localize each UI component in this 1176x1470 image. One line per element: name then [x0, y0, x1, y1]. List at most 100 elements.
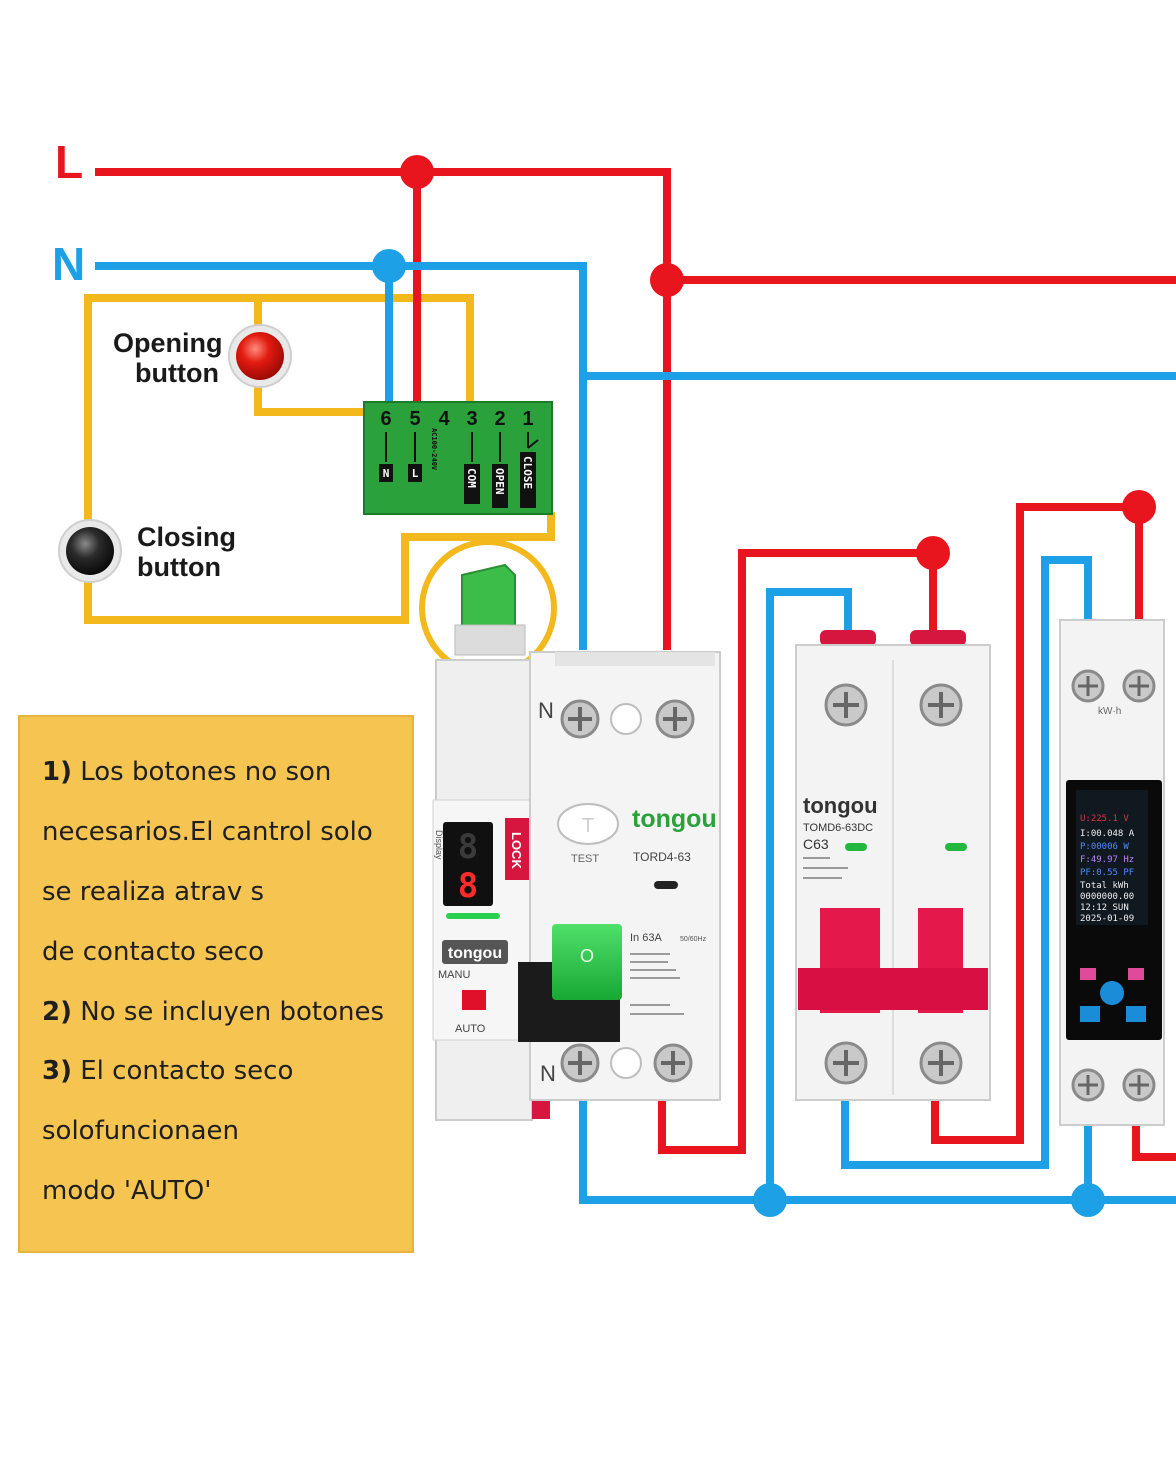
- mcb-fine-print: [803, 857, 848, 879]
- opening-button-label-1: Opening: [113, 328, 223, 358]
- closing-button-label-1: Closing: [137, 522, 236, 552]
- display-label: Display: [434, 830, 444, 860]
- junction-live-mcb: [916, 536, 950, 570]
- meter-line-1: U:225.1 V: [1080, 814, 1129, 824]
- mcb-top-tab-left: [820, 630, 876, 646]
- meter-line-2: I:00.048 A: [1080, 829, 1135, 839]
- note-line-3: se realiza atrav s: [42, 877, 264, 907]
- meter-key-prev: [1080, 1006, 1100, 1022]
- neutral-bottom-bus: [579, 1100, 1176, 1204]
- terminal-number-6: 6: [380, 408, 391, 430]
- meter-line-4: F:49.97 Hz: [1080, 855, 1134, 865]
- note-number-2: 2): [42, 997, 72, 1027]
- terminal-number-5: 5: [409, 408, 420, 430]
- green-plug: [461, 563, 516, 632]
- opening-button: [228, 324, 292, 388]
- meter-key-right: [1128, 968, 1144, 980]
- meter-line-9: 2025-01-09: [1080, 914, 1134, 924]
- note-line-1: 1) Los botones no son: [42, 757, 331, 787]
- recloser-rating: In 63A: [630, 932, 662, 944]
- closing-button-label-2: button: [137, 552, 221, 582]
- mcb-rating: C63: [803, 836, 829, 852]
- brand-side-text: tongou: [448, 945, 502, 962]
- meter-line-8: 12:12 SUN: [1080, 903, 1129, 913]
- test-button: [557, 803, 619, 845]
- note-number-3: 3): [42, 1056, 72, 1086]
- lock-label: LOCK: [509, 832, 524, 869]
- mcb-handle-bar: [798, 968, 988, 1010]
- terminal-label-open: OPEN: [493, 468, 506, 495]
- notes-box: 1) Los botones no son necesarios.El cant…: [18, 715, 414, 1253]
- neutral-main: [95, 262, 587, 650]
- brand-side-badge: [442, 940, 508, 964]
- live-out: [1132, 1120, 1176, 1161]
- junction-neutral-terminal: [372, 249, 406, 283]
- neutral-label: N: [52, 238, 85, 290]
- note-number-1: 1): [42, 757, 72, 787]
- note-line-8: modo 'AUTO': [42, 1176, 211, 1206]
- terminal-block: 6 5 4 3 2 1 N L AC100-240V COM OPEN C: [363, 401, 553, 515]
- mcb-top-tab-right: [910, 630, 966, 646]
- meter-key-center: [1100, 981, 1124, 1005]
- test-label: TEST: [571, 853, 599, 865]
- recloser-brand: tongou: [632, 805, 717, 833]
- terminal-number-2: 2: [494, 408, 505, 430]
- meter-key-next: [1126, 1006, 1146, 1022]
- live-main: [95, 168, 671, 650]
- neutral-loop-2: [841, 556, 1092, 1169]
- junction-live-terminal: [400, 155, 434, 189]
- recloser-switch-mark: O: [580, 946, 594, 966]
- auto-label: AUTO: [455, 1023, 486, 1035]
- meter-line-6: Total kWh: [1080, 881, 1129, 891]
- junctions: [372, 155, 1156, 1217]
- note-text-5: No se incluyen botones: [71, 997, 385, 1027]
- recloser-main-switch: [552, 924, 622, 1000]
- meter-screen: [1076, 790, 1148, 925]
- manu-label: MANU: [438, 969, 470, 981]
- terminal-label-com: COM: [465, 468, 478, 488]
- terminal-label-l: L: [412, 467, 419, 480]
- mcb-brand: tongou: [803, 793, 878, 818]
- junction-live-meter: [1122, 490, 1156, 524]
- terminal-label-n: N: [383, 467, 390, 480]
- meter-key-left: [1080, 968, 1096, 980]
- recloser-neutral-top: N: [538, 698, 554, 723]
- note-text-2: necesarios.El cantrol solo: [42, 817, 373, 847]
- recloser-top-hole: [610, 703, 642, 735]
- note-line-4: de contacto seco: [42, 937, 264, 967]
- display-window: [443, 822, 493, 906]
- manu-auto-switch: [462, 990, 486, 1010]
- note-text-4: de contacto seco: [42, 937, 264, 967]
- mcb-indicator-2: [945, 843, 967, 851]
- opening-button-cap: [236, 332, 284, 380]
- note-text-7: solofuncionaen: [42, 1116, 240, 1146]
- opening-button-label-2: button: [135, 358, 219, 388]
- mcb-model: TOMD6-63DC: [803, 822, 873, 834]
- closing-button: [58, 519, 122, 583]
- live-loop-2: [931, 503, 1143, 1144]
- junction-neutral-bus-1: [753, 1183, 787, 1217]
- mcb-device: tongou TOMD6-63DC C63: [795, 630, 991, 1101]
- meter-line-5: PF:0.55 PF: [1080, 868, 1134, 878]
- recloser-indicator: [654, 881, 678, 889]
- segment-display-top: 8: [458, 827, 478, 867]
- note-text-3: se realiza atrav s: [42, 877, 265, 907]
- note-text-6: El contacto seco: [71, 1056, 294, 1086]
- recloser-fine-print: [630, 953, 684, 1015]
- terminal-numbers: 6 5 4 3 2 1: [380, 408, 533, 430]
- lock-tab: [505, 818, 529, 880]
- recloser-freq: 50/60Hz: [680, 936, 707, 943]
- recloser-device: 8 8 Display LOCK tongou MANU AUTO N T TE…: [432, 563, 721, 1121]
- meter-line-7: 0000000.00: [1080, 892, 1134, 902]
- energy-meter: kW·h U:225.1 V I:00.048 A P:00006 W F:49…: [1059, 619, 1165, 1126]
- recloser-neutral-bottom: N: [540, 1061, 556, 1086]
- note-text-8: modo 'AUTO': [42, 1176, 212, 1206]
- meter-line-3: P:00006 W: [1080, 842, 1129, 852]
- neutral-loop-1: [766, 588, 852, 1200]
- note-line-2: necesarios.El cantrol solo: [42, 817, 373, 847]
- terminal-number-4: 4: [438, 408, 450, 430]
- terminal-number-3: 3: [466, 408, 477, 430]
- meter-unit: kW·h: [1098, 706, 1121, 717]
- terminal-label-voltage: AC100-240V: [430, 428, 438, 471]
